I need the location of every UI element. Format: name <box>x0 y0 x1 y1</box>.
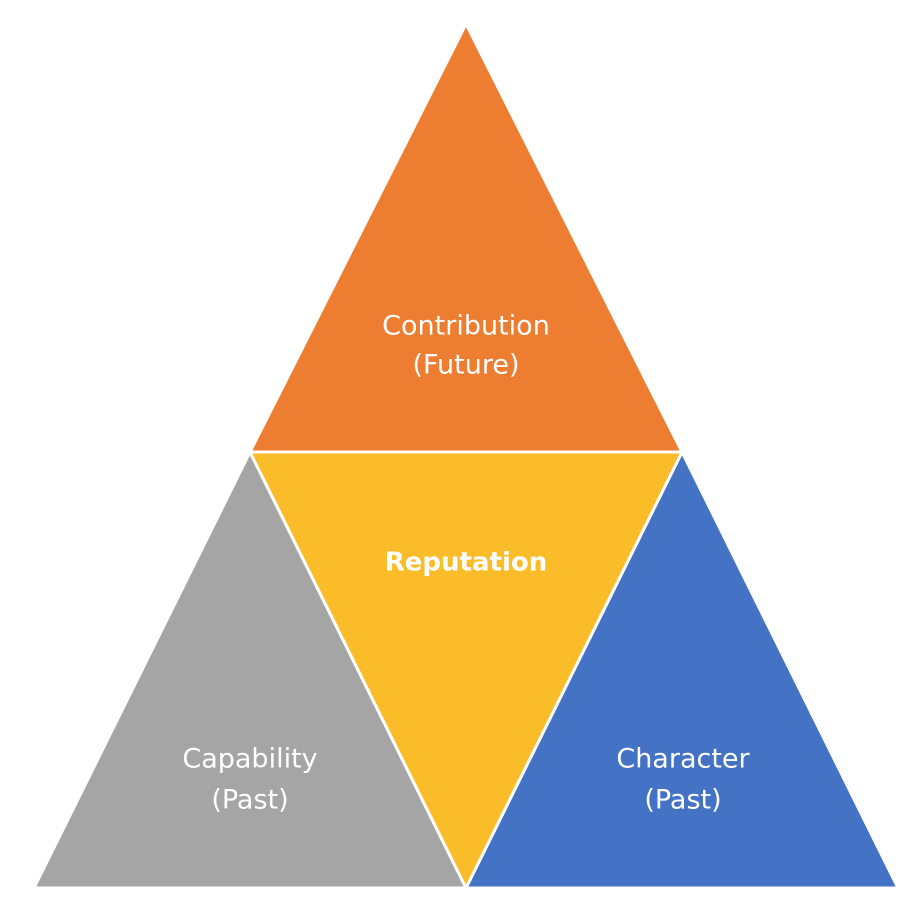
reputation-label: Reputation <box>385 548 547 578</box>
contribution-label: Contribution <box>382 311 550 342</box>
contribution-triangle: Contribution (Future) <box>248 22 684 454</box>
character-sublabel: (Past) <box>644 785 721 816</box>
character-triangle: Character (Past) <box>464 450 900 890</box>
contribution-shape <box>248 22 684 454</box>
capability-sublabel: (Past) <box>211 785 288 816</box>
character-label: Character <box>616 744 750 775</box>
contribution-sublabel: (Future) <box>412 350 519 381</box>
reputation-shape <box>248 450 684 890</box>
capability-label: Capability <box>182 744 317 775</box>
reputation-triangle: Reputation <box>248 450 684 890</box>
